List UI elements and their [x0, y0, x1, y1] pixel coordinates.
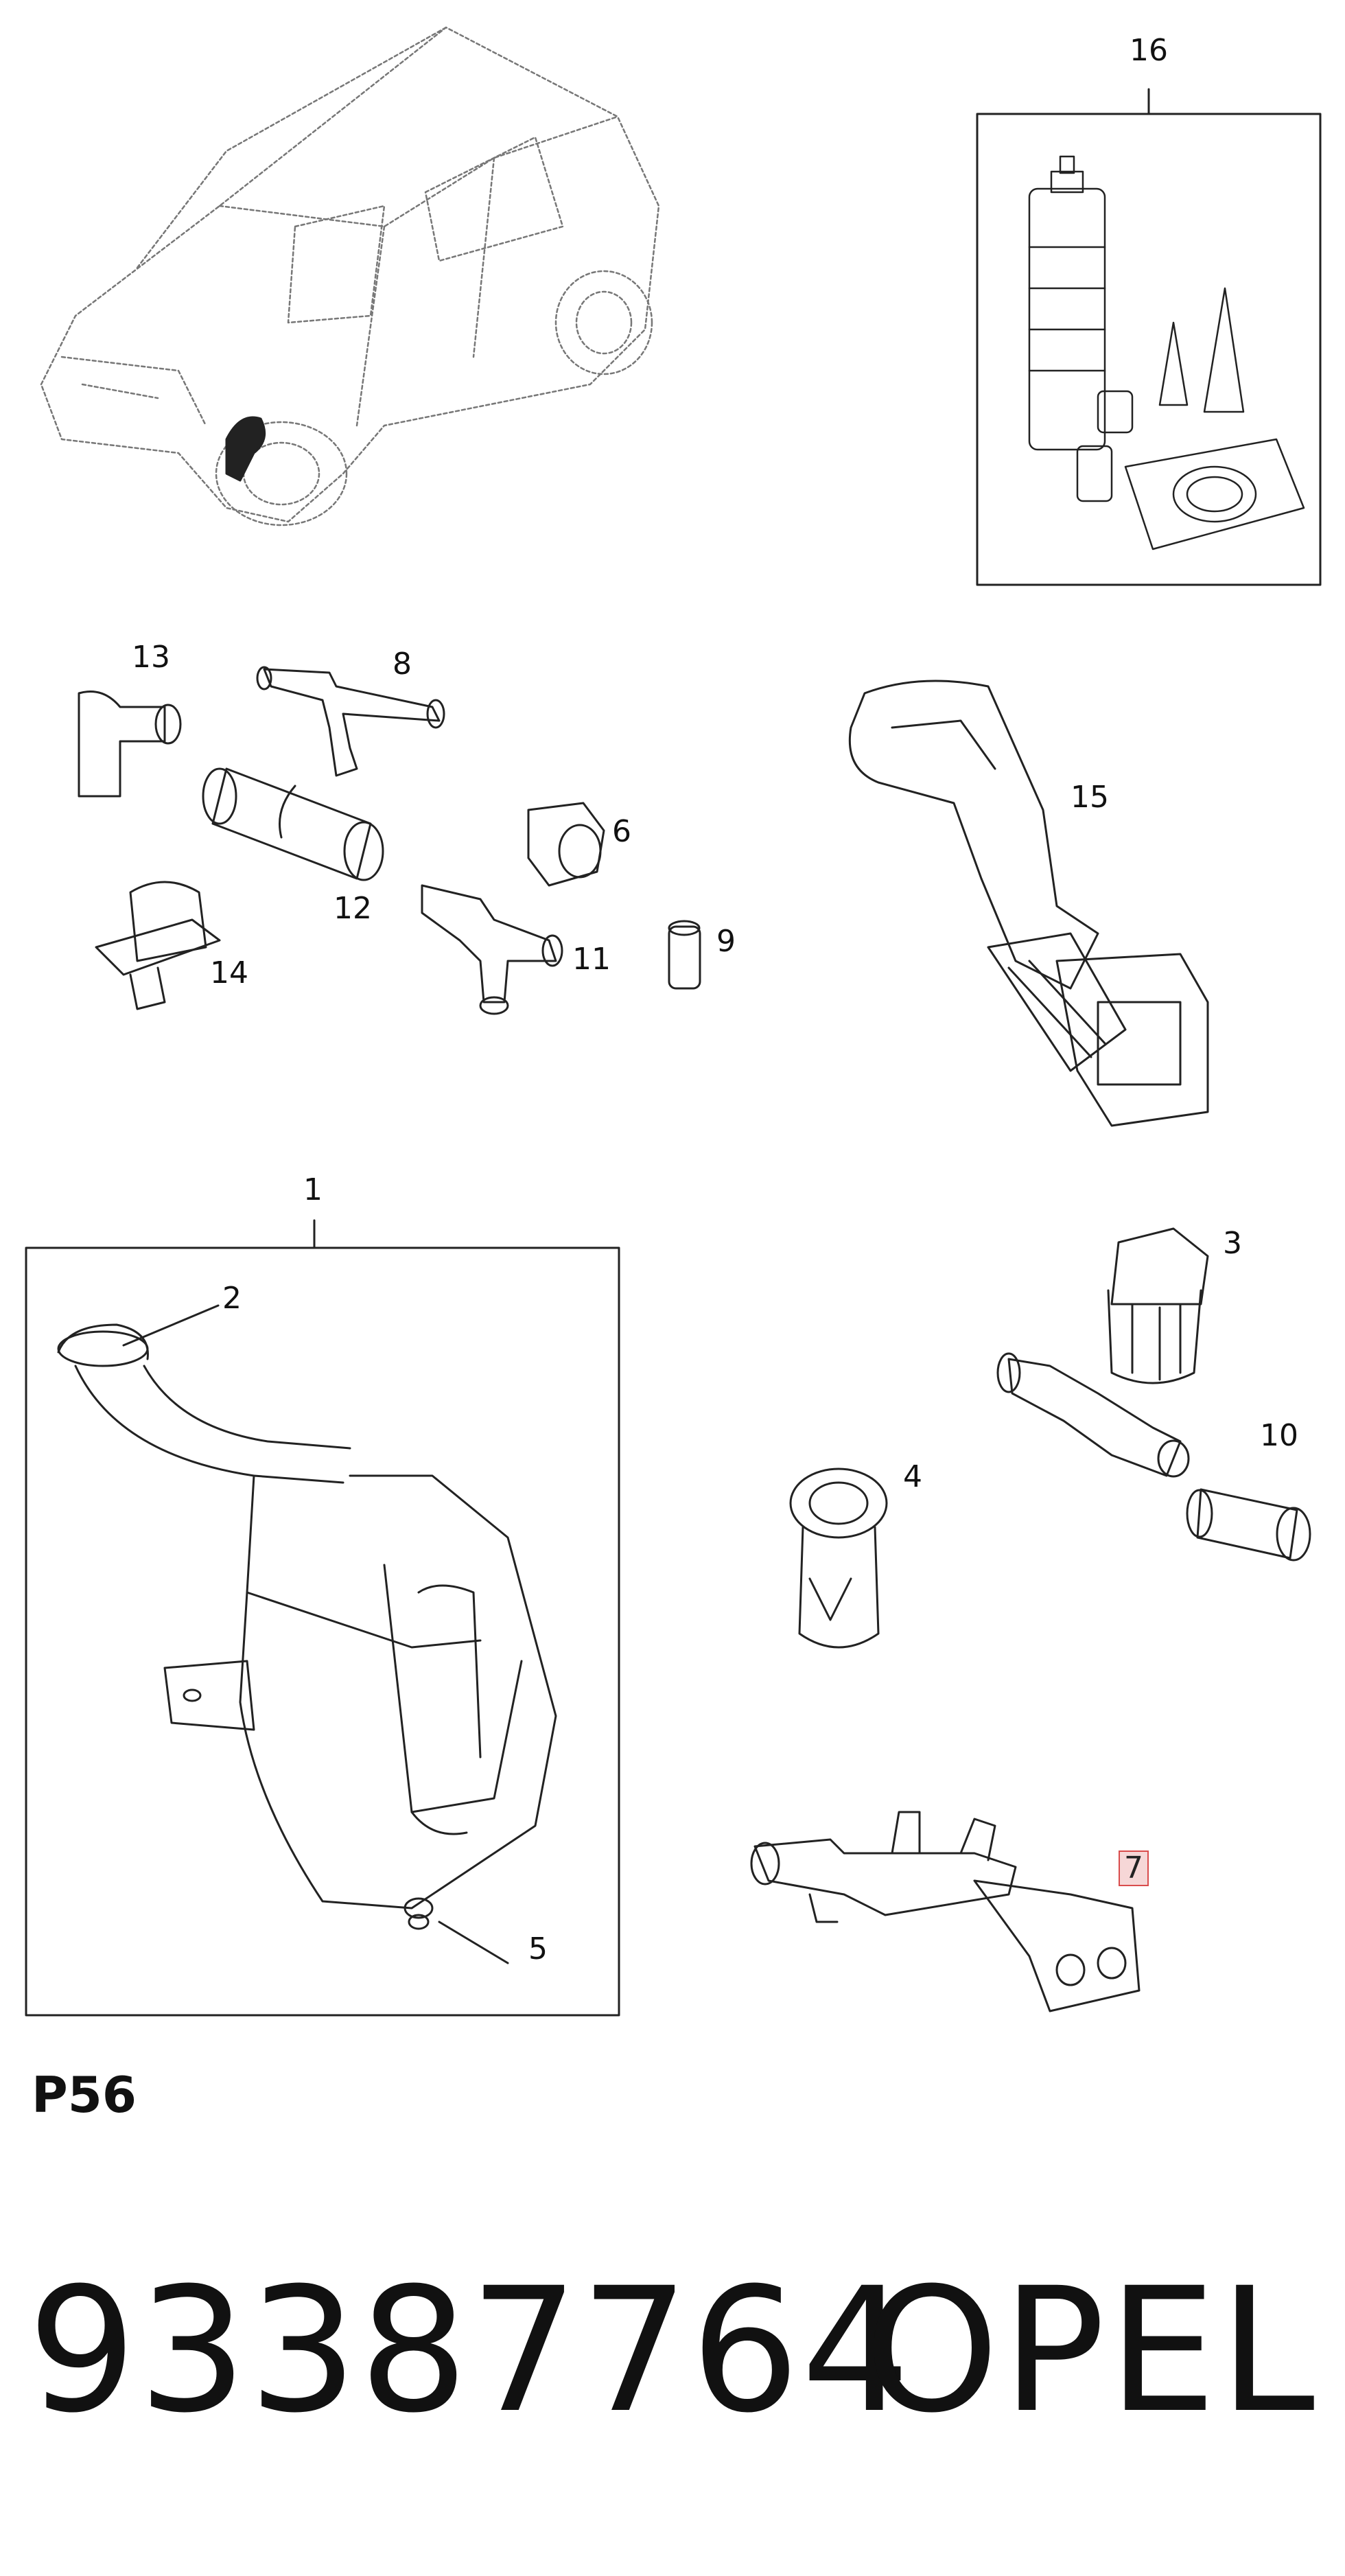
- callout-16: 16: [1130, 33, 1168, 68]
- callout-14: 14: [210, 955, 248, 990]
- callout-6: 6: [612, 814, 631, 849]
- short-hose-illustration: [1186, 1488, 1311, 1562]
- callout-1: 1: [303, 1172, 323, 1207]
- washer-jet-illustration: [750, 1811, 1141, 2012]
- callout-9: 9: [716, 924, 736, 959]
- callout-13: 13: [132, 640, 170, 675]
- callout-2: 2: [222, 1281, 242, 1316]
- elbow-connector-illustration: [78, 691, 182, 798]
- callout-11: 11: [572, 942, 611, 977]
- washer-reservoir-illustration: [57, 1323, 557, 1930]
- brand-name: OPEL: [864, 2251, 1318, 2450]
- callout-7[interactable]: 7: [1119, 1850, 1149, 1886]
- reservoir-box: [25, 1246, 620, 2017]
- callout-4: 4: [903, 1459, 922, 1494]
- wiper-stalk-switch-illustration: [848, 680, 1209, 1127]
- washer-pump-illustration: [996, 1227, 1209, 1478]
- t-piece-illustration: [421, 884, 563, 1015]
- clip-illustration: [95, 881, 221, 1010]
- sleeve-illustration: [668, 920, 701, 990]
- grommet-illustration: [527, 802, 605, 887]
- callout-5: 5: [528, 1931, 548, 1966]
- page-label: P56: [32, 2066, 137, 2124]
- callout-8: 8: [393, 647, 412, 682]
- part-number: 93387764: [27, 2251, 912, 2450]
- callout-15: 15: [1071, 780, 1109, 815]
- adhesive-kit-illustration: [1028, 155, 1305, 550]
- callout-10: 10: [1260, 1418, 1298, 1453]
- hose-illustration: [202, 767, 384, 881]
- highlighted-part-location: [225, 416, 266, 482]
- t-piece-connector-illustration: [256, 666, 445, 777]
- callout-12: 12: [334, 891, 372, 926]
- vehicle-overview-illustration: [40, 26, 660, 526]
- callout-3: 3: [1223, 1226, 1242, 1261]
- pump-grommet-illustration: [789, 1467, 888, 1649]
